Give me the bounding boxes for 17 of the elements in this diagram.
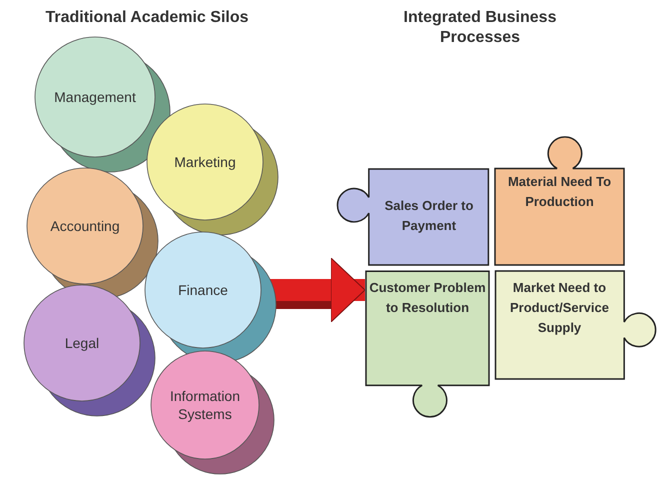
node-text: Management [54,88,136,106]
node-text: Material Need To Production [506,173,612,211]
node-text: Sales Order to Payment [384,197,474,235]
node-text: Legal [64,334,100,352]
node-text: Market Need to Product/Service Supply [509,279,610,337]
section-heading: Traditional Academic Silos [44,8,250,28]
silo-circle [34,36,171,173]
node-text: Customer Problem to Resolution [368,279,487,317]
node-text: Accounting [50,217,120,235]
puzzle-piece [494,270,659,380]
node-text: Finance [178,281,228,299]
silo-circle [150,350,275,475]
node-text: Information Systems [168,387,242,423]
section-heading: Integrated Business Processes [402,8,558,48]
node-text: Marketing [174,153,236,171]
silo-circle [146,103,279,236]
silo-circle [23,284,156,417]
